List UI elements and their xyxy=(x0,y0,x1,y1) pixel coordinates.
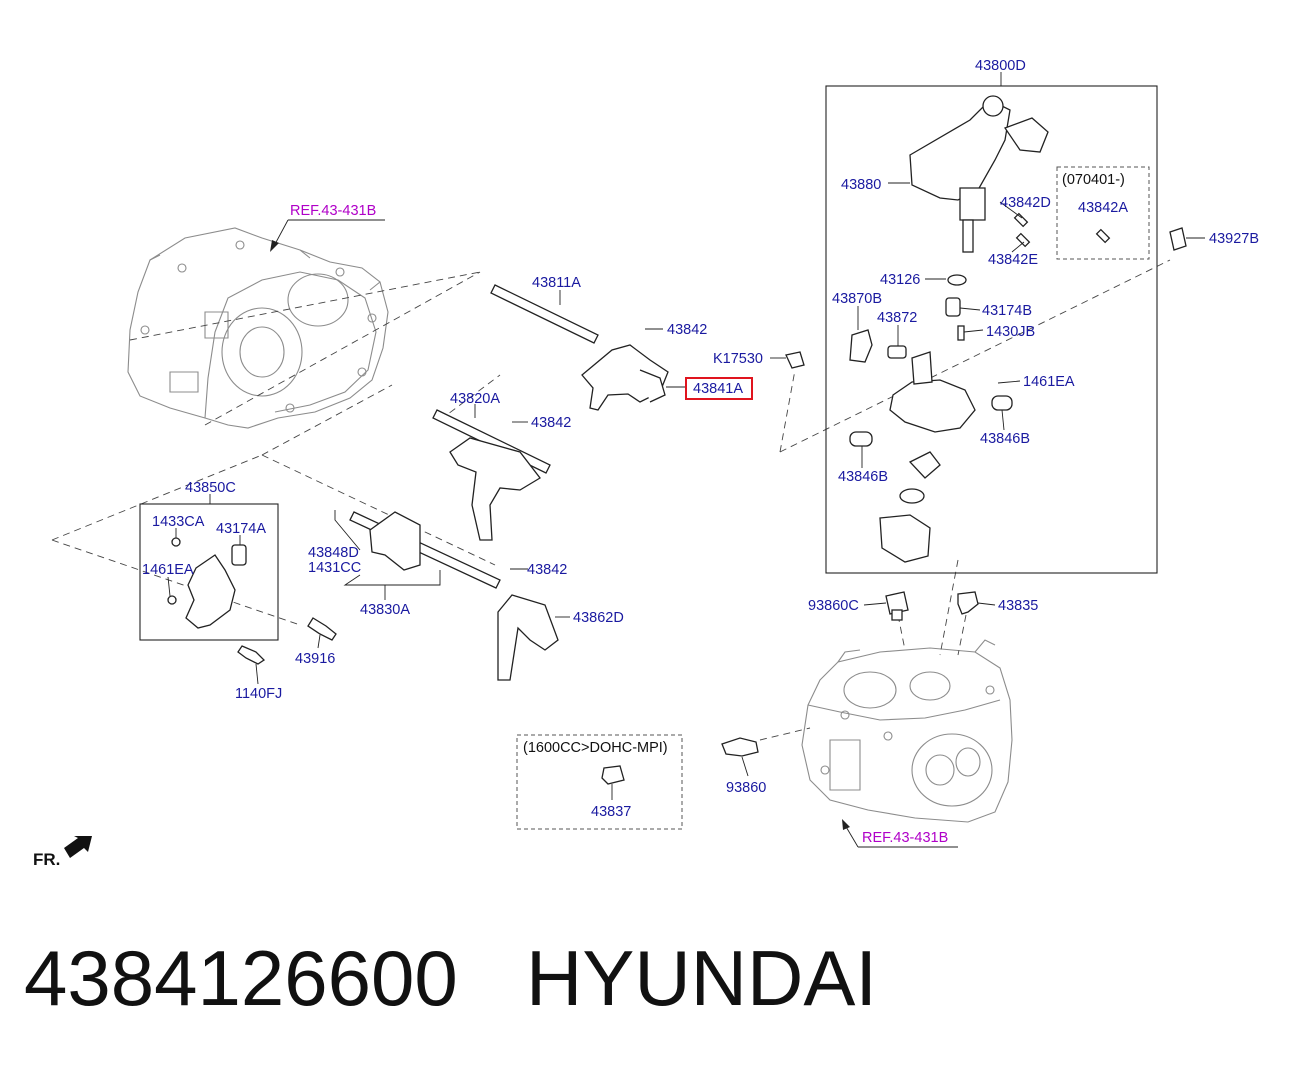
label-43842-middle[interactable]: 43842 xyxy=(531,415,571,431)
variant-note-1600cc: (1600CC>DOHC-MPI) xyxy=(523,740,668,756)
shift-control-box xyxy=(825,85,1158,574)
label-43846B-right[interactable]: 43846B xyxy=(980,431,1030,447)
plug-43837 xyxy=(601,765,625,785)
ref-callout-bottom xyxy=(842,819,958,848)
label-43820A[interactable]: 43820A xyxy=(450,391,500,407)
ref-label-top[interactable]: REF.43-431B xyxy=(290,203,376,219)
switch-93860 xyxy=(721,737,759,757)
label-43848D[interactable]: 43848D xyxy=(308,545,359,561)
label-43174B[interactable]: 43174B xyxy=(982,303,1032,319)
label-43862D[interactable]: 43862D xyxy=(573,610,624,626)
label-43842E[interactable]: 43842E xyxy=(988,252,1038,268)
label-43880[interactable]: 43880 xyxy=(841,177,881,193)
shift-rail-43830A xyxy=(349,511,559,681)
label-1461EA-left[interactable]: 1461EA xyxy=(142,562,194,578)
front-arrow-icon xyxy=(64,836,92,858)
label-K17530[interactable]: K17530 xyxy=(713,351,763,367)
shift-rail-43811A xyxy=(490,284,669,411)
label-1430JB[interactable]: 1430JB xyxy=(986,324,1035,340)
label-1433CA[interactable]: 1433CA xyxy=(152,514,205,530)
transmission-case-left xyxy=(127,227,389,429)
label-1431CC[interactable]: 1431CC xyxy=(308,560,361,576)
front-direction-label: FR. xyxy=(33,850,60,869)
ref-callout-top xyxy=(270,219,385,252)
label-43800D[interactable]: 43800D xyxy=(975,58,1026,74)
caption-part-number: 4384126600 xyxy=(24,934,458,1022)
variant-note-070401: (070401-) xyxy=(1062,172,1125,188)
assembly-guide-lines xyxy=(51,259,1171,741)
label-43841A[interactable]: 43841A xyxy=(693,381,743,397)
lever-assembly-box xyxy=(139,503,279,641)
label-43872[interactable]: 43872 xyxy=(877,310,917,326)
shift-fork-43820A xyxy=(432,409,551,541)
ref-label-bottom[interactable]: REF.43-431B xyxy=(862,830,948,846)
shift-lever-43850C xyxy=(167,537,247,629)
label-43842-lower[interactable]: 43842 xyxy=(527,562,567,578)
label-93860C[interactable]: 93860C xyxy=(808,598,859,614)
highlight-box-43841A[interactable] xyxy=(685,377,753,400)
label-43850C[interactable]: 43850C xyxy=(185,480,236,496)
plug-43835 xyxy=(957,591,979,615)
label-43835[interactable]: 43835 xyxy=(998,598,1038,614)
label-43842D[interactable]: 43842D xyxy=(1000,195,1051,211)
label-43870B[interactable]: 43870B xyxy=(832,291,882,307)
variant-box-070401 xyxy=(1056,166,1150,260)
switch-93860C xyxy=(885,591,909,621)
label-43927B[interactable]: 43927B xyxy=(1209,231,1259,247)
label-43916[interactable]: 43916 xyxy=(295,651,335,667)
label-93860[interactable]: 93860 xyxy=(726,780,766,796)
label-43811A[interactable]: 43811A xyxy=(532,275,581,291)
label-43126[interactable]: 43126 xyxy=(880,272,920,288)
label-43837[interactable]: 43837 xyxy=(591,804,631,820)
shift-control-43800D xyxy=(785,95,1187,563)
bolt-43916 xyxy=(307,617,337,641)
label-43846B-left[interactable]: 43846B xyxy=(838,469,888,485)
variant-box-1600cc xyxy=(516,734,683,830)
caption-brand: HYUNDAI xyxy=(526,934,877,1022)
label-43842-upper[interactable]: 43842 xyxy=(667,322,707,338)
bolt-1140FJ xyxy=(237,645,266,665)
label-1140FJ[interactable]: 1140FJ xyxy=(235,686,282,702)
label-43174A[interactable]: 43174A xyxy=(216,521,266,537)
label-1461EA-right[interactable]: 1461EA xyxy=(1023,374,1075,390)
label-43830A[interactable]: 43830A xyxy=(360,602,410,618)
label-43842A[interactable]: 43842A xyxy=(1078,200,1128,216)
transmission-case-right xyxy=(801,639,1013,823)
leader-lines xyxy=(167,72,1205,800)
